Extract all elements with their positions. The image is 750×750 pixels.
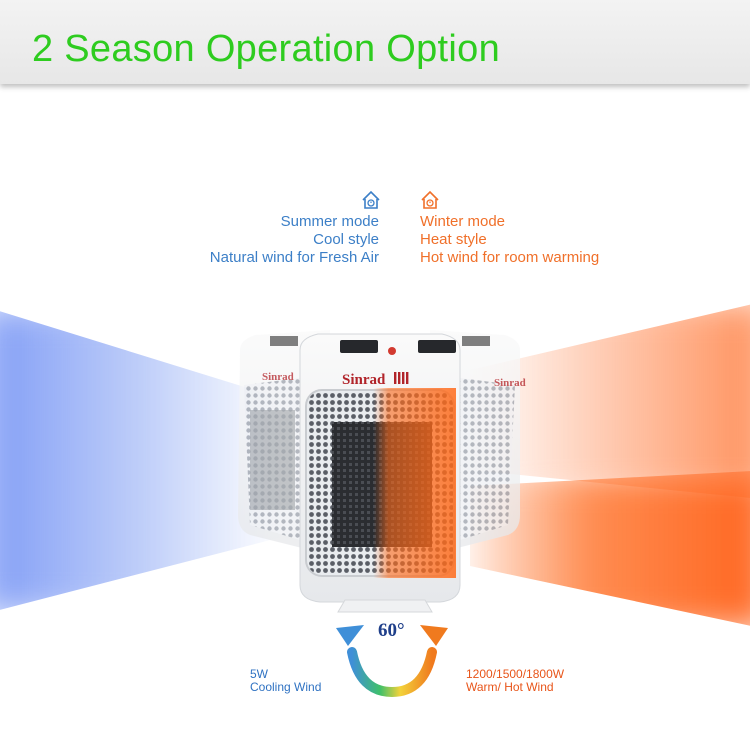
summer-style-line: Cool style xyxy=(313,231,379,248)
title-banner: 2 Season Operation Option xyxy=(0,0,750,84)
brand-logo-text: Sinrad xyxy=(342,372,386,388)
cooling-label: Cooling Wind xyxy=(250,680,322,694)
heating-info: 1200/1500/1800W Warm/ Hot Wind xyxy=(466,668,564,694)
summer-mode-text: Summer mode Cool style Natural wind for … xyxy=(210,213,379,267)
winter-desc-line: Hot wind for room warming xyxy=(420,249,600,266)
summer-house-thermometer-icon xyxy=(362,190,380,209)
heating-power: 1200/1500/1800W xyxy=(466,667,565,681)
page-title: 2 Season Operation Option xyxy=(32,28,501,70)
summer-mode-line: Summer mode xyxy=(280,213,379,230)
winter-mode-text: Winter mode Heat style Hot wind for room… xyxy=(420,213,599,267)
winter-mode-line: Winter mode xyxy=(420,213,506,230)
svg-text:Sinrad: Sinrad xyxy=(262,371,294,383)
winter-style-line: Heat style xyxy=(420,231,487,248)
svg-text:Sinrad: Sinrad xyxy=(494,377,526,389)
summer-desc-line: Natural wind for Fresh Air xyxy=(209,249,379,266)
winter-house-thermometer-icon xyxy=(421,190,439,209)
heating-label: Warm/ Hot Wind xyxy=(466,680,554,694)
cooling-info: 5W Cooling Wind xyxy=(250,668,321,694)
rotation-arrow-icon xyxy=(336,625,448,698)
rotation-angle-label: 60° xyxy=(378,620,405,641)
heater-main: Sinrad xyxy=(299,333,461,613)
cooling-power: 5W xyxy=(250,667,268,681)
